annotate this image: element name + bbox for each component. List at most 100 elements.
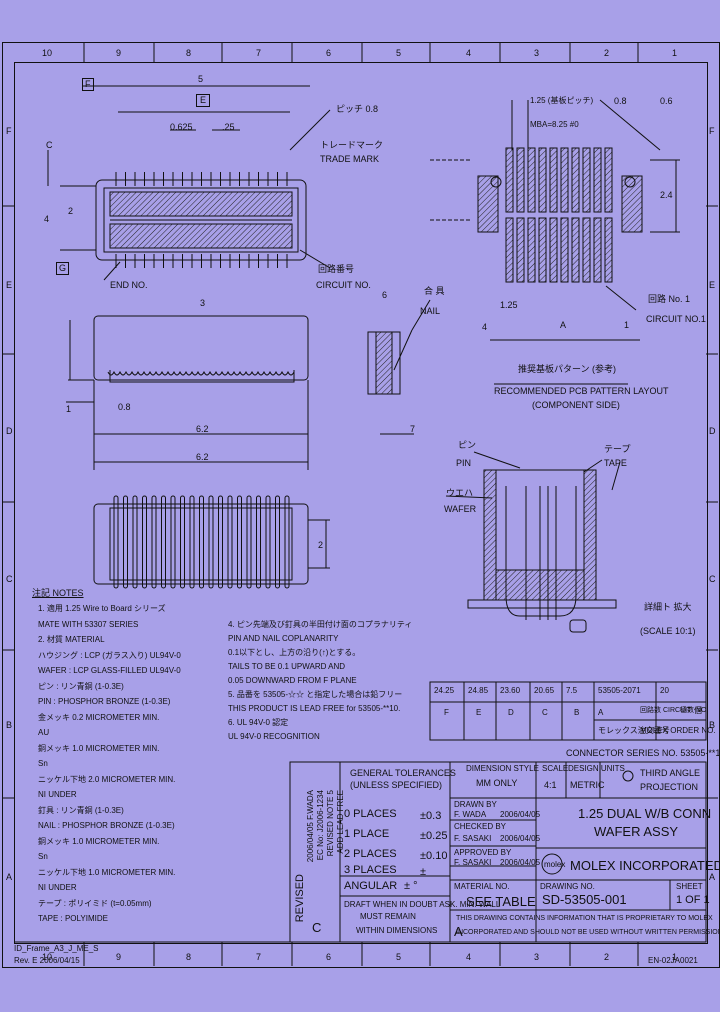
material-no-label: MATERIAL NO. [454, 882, 510, 891]
pin-contact [227, 495, 233, 589]
pcb-pad [593, 147, 602, 213]
pin-contact [189, 495, 195, 589]
right-grid-D: D [709, 426, 716, 436]
dimension-value-cell: 53505-2071 [598, 686, 641, 695]
note-left-line: テープ : ポリイミド (t=0.05mm) [38, 898, 152, 908]
pcb-pad [593, 217, 602, 283]
pcb-circuit-no-jp: 回路 No. 1 [648, 294, 691, 304]
tol-row-1-places: 1 PLACE [344, 828, 390, 840]
bottom-grid-4: 4 [466, 952, 472, 962]
dimension-style-label: DIMENSION STYLE [466, 764, 539, 773]
pin-contact [180, 495, 185, 589]
note-left-line: ニッケル下地 2.0 MICROMETER MIN. [38, 774, 176, 784]
circuit-no-en: CIRCUIT NO. [316, 280, 371, 290]
note-left-line: Sn [38, 759, 48, 768]
pcb-pad [560, 217, 569, 283]
pcb-pad [549, 147, 558, 213]
pcb-circuit-no-en: CIRCUIT NO.1 [646, 314, 706, 324]
left-grid-E: E [6, 280, 13, 290]
note-left-line: ニッケル下地 1.0 MICROMETER MIN. [38, 867, 176, 877]
top-grid-9: 9 [116, 48, 122, 58]
detail-pin-jp: ピン [458, 440, 477, 450]
dim-0-8: 0.8 [118, 402, 131, 412]
note-right-line: 4. ピン先端及び釘具の半田付け面のコプラナリティ [228, 620, 413, 629]
drafting-note: DRAFT WHEN IN DOUBT ASK. MIN. WALL [344, 900, 501, 909]
connector-series: CONNECTOR SERIES NO. 53505-**10 [566, 748, 720, 758]
rev-history-0: 2006/04/05 F.WADA [306, 790, 315, 863]
left-grid-B: B [6, 720, 13, 730]
note-left-line: NI UNDER [38, 883, 77, 892]
checked-by-label: CHECKED BY [454, 822, 507, 831]
right-grid-F: F [709, 126, 715, 136]
pin-contact [132, 495, 138, 589]
scale-label: SCALE [542, 764, 569, 773]
revision-letter-2: A [454, 924, 463, 939]
dimension-value-cell: 20 [660, 686, 669, 695]
angular-label: ANGULAR [344, 880, 398, 892]
must-remain: MUST REMAIN [360, 912, 416, 921]
dimension-header-cell: F [444, 708, 449, 717]
revised-label: REVISED [294, 874, 306, 923]
general-tolerances: GENERAL TOLERANCES [350, 768, 456, 778]
dim-7: 7 [410, 424, 416, 434]
pcb-dim-4: 4 [482, 322, 488, 332]
pcb-pad [549, 217, 558, 283]
notes-right-column: 4. ピン先端及び釘具の半田付け面のコプラナリティ PIN AND NAIL CO… [228, 620, 412, 746]
top-grid-2: 2 [604, 48, 610, 58]
scale-value: 4:1 [544, 780, 557, 790]
tol-row-0-places: 0 PLACES [344, 808, 397, 820]
pin-contact [123, 495, 128, 589]
dimension-header-cell: E [476, 708, 482, 717]
pcb-pad [516, 217, 525, 283]
pcb-pad [582, 147, 591, 213]
pin-contact [170, 495, 176, 589]
tol-row-2-tol: ±0.10 [420, 850, 448, 862]
pin-contact [237, 495, 242, 589]
dim-E: E [196, 94, 211, 107]
pin-contact [151, 495, 157, 589]
right-grid-A: A [709, 872, 716, 882]
form-number: EN-02JA0021 [648, 956, 698, 965]
dim-3: 3 [200, 298, 206, 308]
top-grid-6: 6 [326, 48, 332, 58]
see-table: SEE TABLE [466, 894, 536, 909]
dimension-value-cell: 24.25 [434, 686, 455, 695]
checked-date: 2006/04/05 [500, 834, 541, 843]
drawing-subtitle: WAFER ASSY [594, 824, 679, 839]
dimension-header-cell: B [574, 708, 580, 717]
note-left-line: ハウジング : LCP (ガラス入り) UL94V-0 [38, 650, 181, 660]
pcb-pad [527, 147, 536, 213]
projection: PROJECTION [640, 782, 699, 792]
note-left-line: MATE WITH 53307 SERIES [38, 619, 139, 629]
note-left-line: WAFER : LCP GLASS-FILLED UL94V-0 [38, 666, 181, 675]
note-left-line: 2. 材質 MATERIAL [38, 635, 105, 644]
pcb-pad [527, 217, 536, 283]
note-right-line: PIN AND NAIL COPLANARITY [228, 634, 339, 643]
pcb-pad [538, 217, 547, 283]
pcb-dim-A: A [560, 320, 567, 330]
pcb-pad [505, 217, 514, 283]
dim-6-2-a: 6.2 [196, 424, 209, 434]
section-6: 6 [382, 290, 388, 300]
pin-contact [113, 495, 119, 589]
dim-25: .25 [222, 122, 235, 132]
drawing-no-label: DRAWING NO. [540, 882, 595, 891]
pin-contact [218, 495, 223, 589]
dimension-value-cell: 20.65 [534, 686, 555, 695]
pcb-pad [538, 147, 547, 213]
top-grid-5: 5 [396, 48, 402, 58]
pcb-title-note: (COMPONENT SIDE) [532, 400, 620, 410]
notes-title: 注記 NOTES [32, 588, 84, 598]
revision-letter: C [312, 920, 322, 935]
note-right-line: 0.1以下とし、上方の沿り(↑)とする。 [228, 648, 361, 657]
left-grid-D: D [6, 426, 13, 436]
nail-jp: 合 具 [424, 286, 445, 296]
bottom-grid-7: 7 [256, 952, 262, 962]
dim-5: 5 [198, 74, 204, 84]
dimension-header-cell: A [598, 708, 604, 717]
pin-contact [275, 495, 280, 589]
order-unit: 個 [694, 706, 702, 715]
pitch-note: ピッチ 0.8 [336, 104, 379, 114]
pin-contact [246, 495, 252, 589]
dim-1: 1 [66, 404, 72, 414]
